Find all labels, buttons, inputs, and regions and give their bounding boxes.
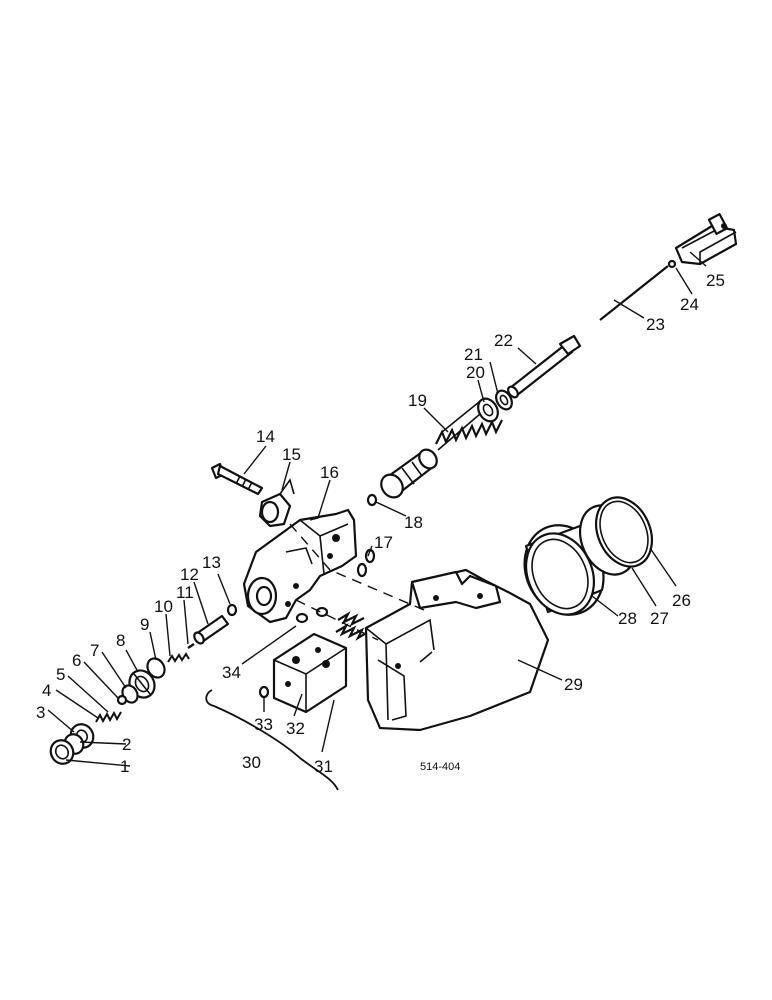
alignment-lines (289, 523, 425, 641)
callout-34: 34 (222, 663, 241, 682)
part-32-block (272, 632, 348, 714)
callout-8: 8 (116, 631, 125, 650)
callout-14: 14 (256, 427, 275, 446)
part-25-bracket (674, 213, 738, 266)
part-17-orings (356, 548, 376, 578)
callout-18: 18 (404, 513, 423, 532)
callout-23: 23 (646, 315, 665, 334)
callout-11: 11 (176, 583, 194, 602)
callout-21: 21 (464, 345, 483, 364)
callout-4: 4 (42, 681, 51, 700)
callout-10: 10 (154, 597, 173, 616)
part-18-ring (366, 493, 378, 507)
group-30-bracket (205, 689, 339, 791)
part-22-shaft (507, 334, 582, 399)
part-1-snapring (49, 739, 75, 765)
callout-2: 2 (122, 735, 131, 754)
callout-16: 16 (320, 463, 339, 482)
callout-26: 26 (672, 591, 691, 610)
callout-28: 28 (618, 609, 637, 628)
part-5-spring (95, 710, 122, 724)
callout-32: 32 (286, 719, 305, 738)
part-24-pin (667, 259, 677, 269)
callout-29: 29 (564, 675, 583, 694)
callout-5: 5 (56, 665, 65, 684)
callout-33: 33 (254, 715, 273, 734)
part-6-ball (116, 694, 128, 706)
part-21-washer (495, 389, 513, 411)
part-13-ring (226, 603, 238, 617)
callout-27: 27 (650, 609, 669, 628)
part-15-lever (258, 478, 295, 528)
callout-17: 17 (374, 533, 393, 552)
part-14-bolt (210, 462, 264, 496)
callout-3: 3 (36, 703, 45, 722)
callout-30: 30 (242, 753, 261, 772)
callout-19: 19 (408, 391, 427, 410)
part-23-rod (599, 265, 669, 321)
callout-22: 22 (494, 331, 513, 350)
part-9-oring (146, 657, 166, 679)
callout-31: 31 (314, 757, 333, 776)
callout-7: 7 (90, 641, 99, 660)
part-34-ring (295, 606, 329, 624)
part-16-spool (380, 448, 438, 499)
callout-15: 15 (282, 445, 301, 464)
callout-1: 1 (120, 757, 129, 776)
drawing-reference-code: 514-404 (420, 761, 460, 773)
part-12-plunger (193, 614, 230, 645)
part-33-ring (258, 685, 270, 699)
callout-24: 24 (680, 295, 699, 314)
callout-9: 9 (140, 615, 149, 634)
callout-12: 12 (180, 565, 199, 584)
valve-housing (242, 508, 358, 624)
part-26-ring (594, 496, 654, 568)
part-11-pin (187, 643, 195, 649)
callout-6: 6 (72, 651, 81, 670)
callout-25: 25 (706, 271, 725, 290)
part-10-spring (167, 652, 190, 663)
callout-20: 20 (466, 363, 485, 382)
callout-13: 13 (202, 553, 221, 572)
part-29-housing (364, 568, 550, 732)
part-19-spring (435, 397, 503, 451)
callout-labels: 1 2 3 4 5 6 7 8 9 10 11 12 13 14 15 16 1… (36, 271, 725, 776)
part-31-spring (335, 611, 369, 641)
leader-lines (47, 251, 707, 767)
